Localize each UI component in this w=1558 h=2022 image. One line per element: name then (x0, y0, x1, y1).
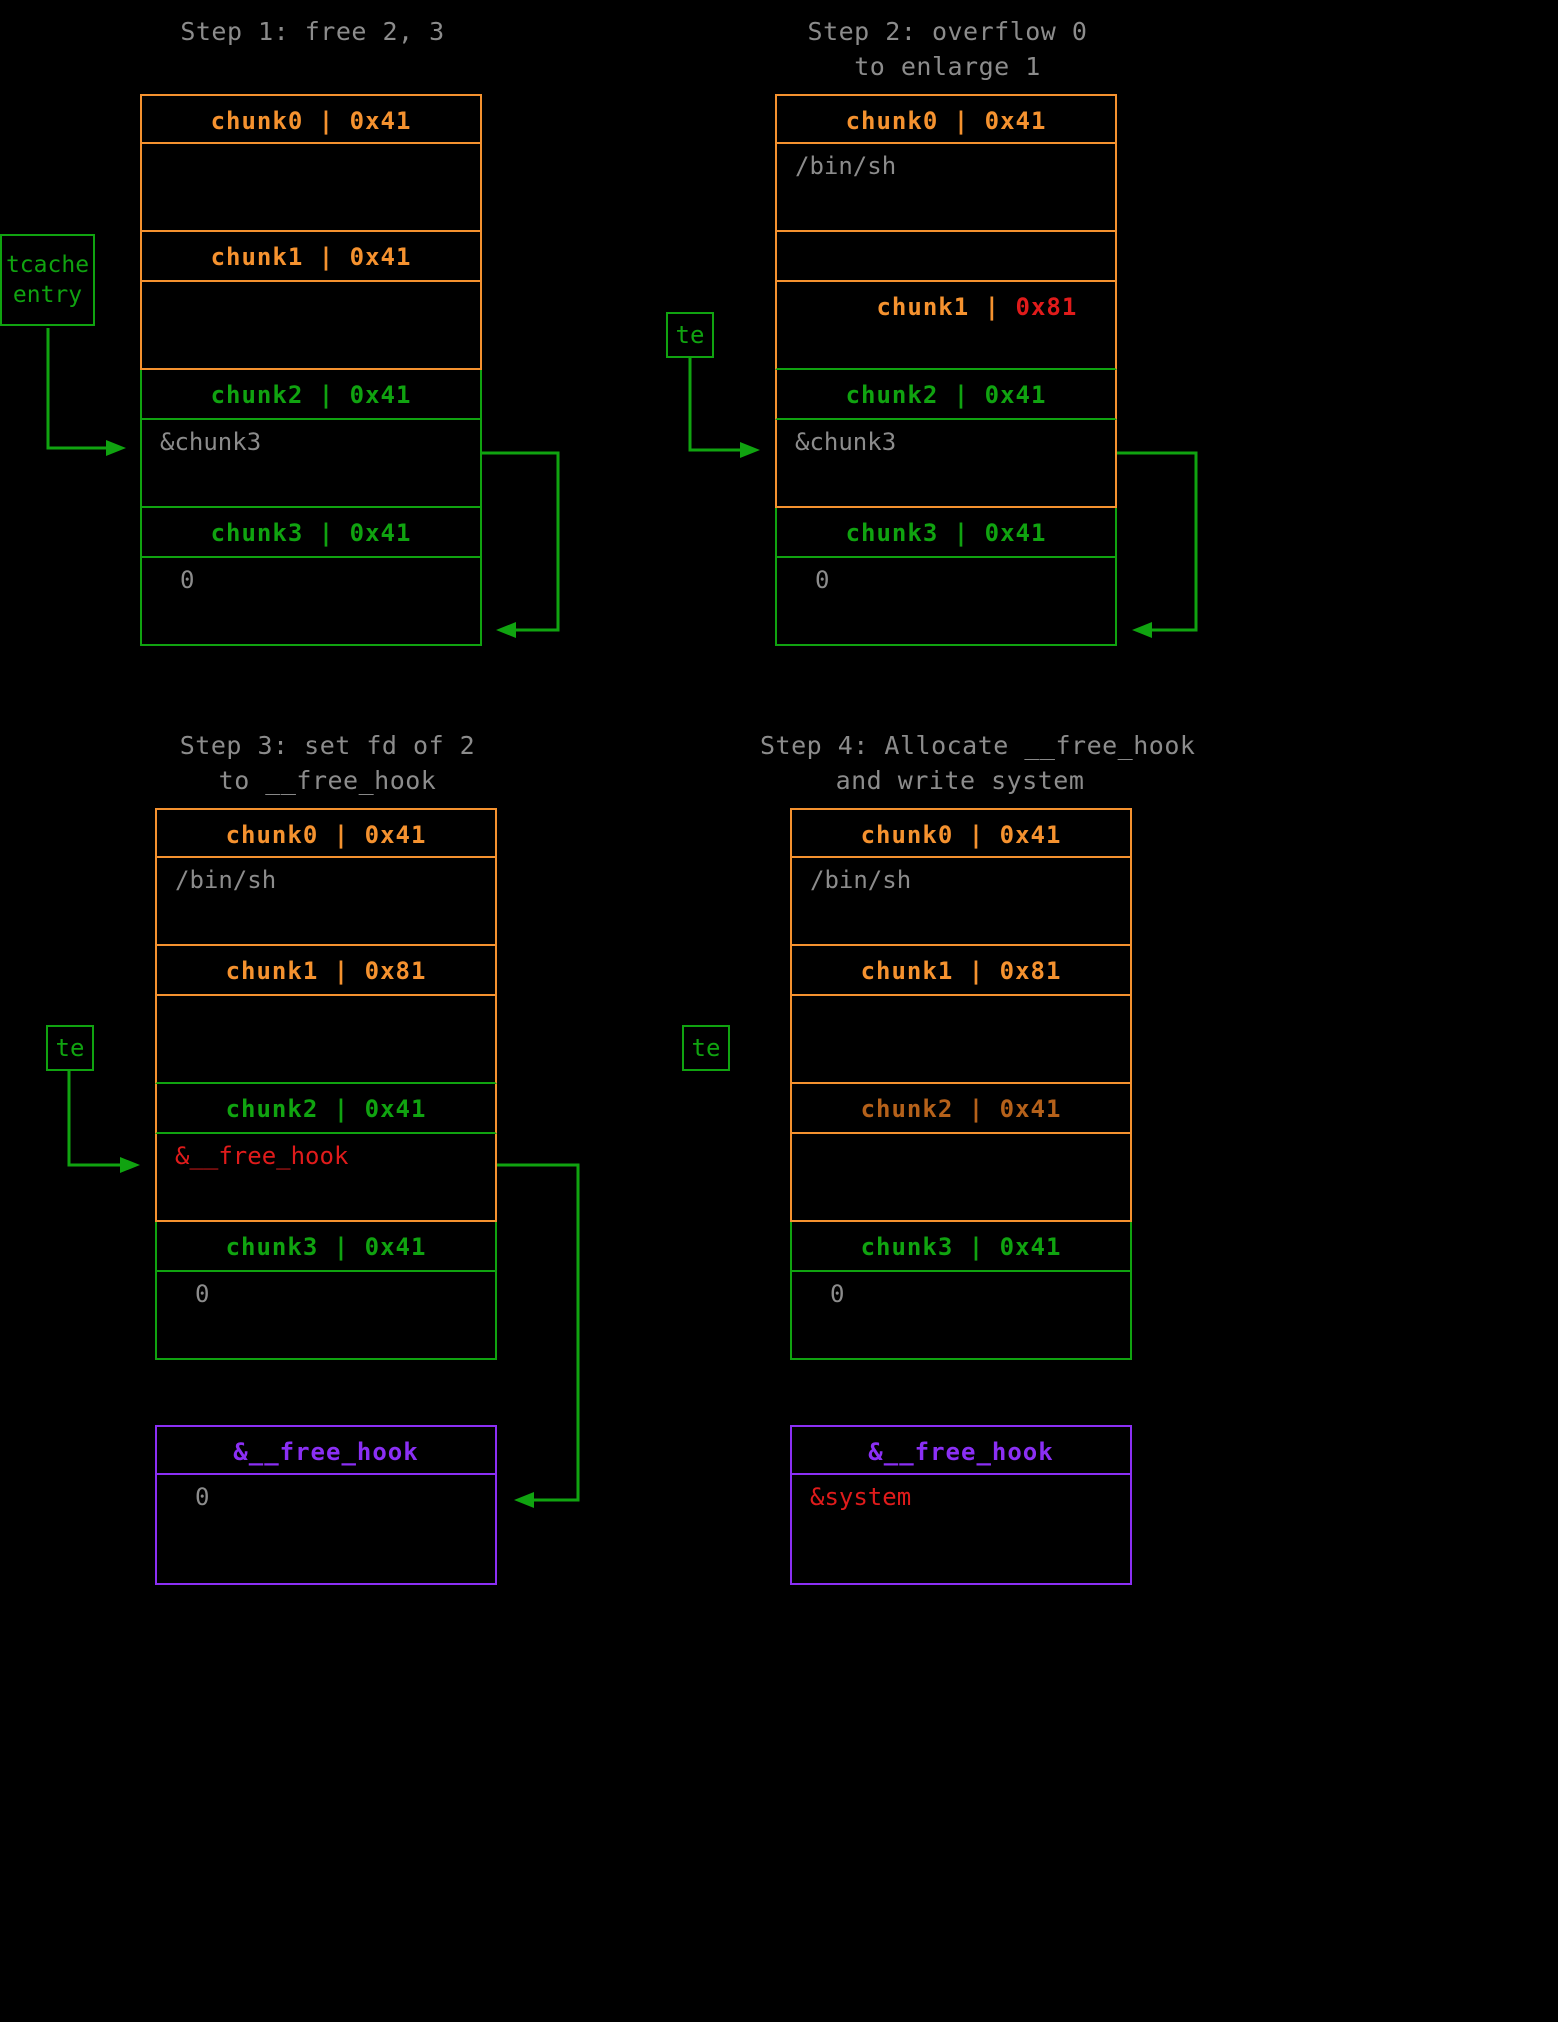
chunk-row-body: /bin/sh (775, 144, 1117, 232)
chunk-row-header: chunk0 | 0x41 (775, 94, 1117, 144)
chunk-row-body: 0 (790, 1272, 1132, 1360)
chunk-row-header: chunk0 | 0x41 (790, 808, 1132, 858)
chunk-row-header: chunk2 | 0x41 (775, 370, 1117, 420)
chunk-row-body (775, 282, 1117, 370)
tcache-entry-label: te (691, 1034, 721, 1062)
chunk-row-body: &chunk3 (775, 420, 1117, 508)
chunk-row-body: /bin/sh (155, 858, 497, 946)
panel-step2-title-line1: Step 2: overflow 0 (807, 17, 1088, 46)
chunk-row-body: &chunk3 (140, 420, 482, 508)
tcache-entry-label: tcache entry (5, 252, 90, 308)
chunk-row-body: 0 (140, 558, 482, 646)
panel-step2-title-line2: to enlarge 1 (854, 52, 1041, 81)
chunk-table-step3: chunk0 | 0x41 /bin/sh chunk1 | 0x81 chun… (155, 808, 497, 1360)
tcache-entry-box-step4: te (682, 1025, 730, 1071)
chunk-size-modified: 0x81 (1015, 293, 1078, 321)
free-hook-table-step3: &__free_hook 0 (155, 1425, 497, 1585)
chunk-table-step4: chunk0 | 0x41 /bin/sh chunk1 | 0x81 chun… (790, 808, 1132, 1360)
panel-step2: Step 2: overflow 0 to enlarge 1 (775, 14, 1120, 84)
free-hook-header: &__free_hook (790, 1425, 1132, 1475)
chunk-row-header: chunk0 | 0x41 (140, 94, 482, 144)
panel-step3-title-line1: Step 3: set fd of 2 (179, 731, 476, 760)
panel-step4-title-line1: Step 4: Allocate __free_hook (760, 731, 1196, 760)
chunk-row-header: chunk2 | 0x41 (140, 370, 482, 420)
chunk-row-body (790, 1134, 1132, 1222)
chunk-row-header: chunk3 | 0x41 (140, 508, 482, 558)
free-hook-header: &__free_hook (155, 1425, 497, 1475)
chunk-row-header: chunk3 | 0x41 (775, 508, 1117, 558)
chunk-row-header: chunk2 | 0x41 (155, 1084, 497, 1134)
chunk-table-step1: chunk0 | 0x41 chunk1 | 0x41 chunk2 | 0x4… (140, 94, 482, 646)
chunk-table-step2: chunk0 | 0x41 /bin/sh chunk1 | 0x81 chun… (775, 94, 1117, 646)
panel-step1-title: Step 1: free 2, 3 (180, 17, 445, 46)
chunk-row-header: chunk1 | 0x41 (140, 232, 482, 282)
panel-step1: Step 1: free 2, 3 (140, 14, 485, 49)
chunk-row-header: chunk0 | 0x41 (155, 808, 497, 858)
tcache-entry-label: te (55, 1034, 85, 1062)
tcache-entry-box-step1: tcache entry (0, 234, 95, 326)
chunk-sep: | (984, 293, 1016, 321)
chunk-row-header: chunk1 | 0x81 (775, 232, 1117, 321)
chunk-row-header: chunk1 | 0x81 (155, 946, 497, 996)
panel-step4-title-line2: and write system (835, 766, 1085, 795)
chunk-row-body (140, 144, 482, 232)
chunk-row-header: chunk2 | 0x41 (790, 1084, 1132, 1134)
free-hook-body: 0 (155, 1475, 497, 1585)
chunk-row-body: 0 (155, 1272, 497, 1360)
chunk-row-header: chunk3 | 0x41 (155, 1222, 497, 1272)
panel-step3-title-line2: to __free_hook (218, 766, 437, 795)
chunk-row-body (155, 996, 497, 1084)
panel-step3: Step 3: set fd of 2 to __free_hook (155, 728, 500, 798)
chunk-row-header: chunk3 | 0x41 (790, 1222, 1132, 1272)
chunk-row-body (140, 282, 482, 370)
free-hook-table-step4: &__free_hook &system (790, 1425, 1132, 1585)
panel-step4: Step 4: Allocate __free_hook and write s… (760, 728, 1196, 798)
chunk-row-body: &__free_hook (155, 1134, 497, 1222)
chunk-row-body: /bin/sh (790, 858, 1132, 946)
chunk-row-body (790, 996, 1132, 1084)
chunk-row-body: 0 (775, 558, 1117, 646)
tcache-entry-box-step3: te (46, 1025, 94, 1071)
tcache-entry-label: te (675, 321, 705, 349)
tcache-entry-box-step2: te (666, 312, 714, 358)
chunk-name: chunk1 (876, 293, 985, 321)
chunk-row-header: chunk1 | 0x81 (790, 946, 1132, 996)
free-hook-body: &system (790, 1475, 1132, 1585)
